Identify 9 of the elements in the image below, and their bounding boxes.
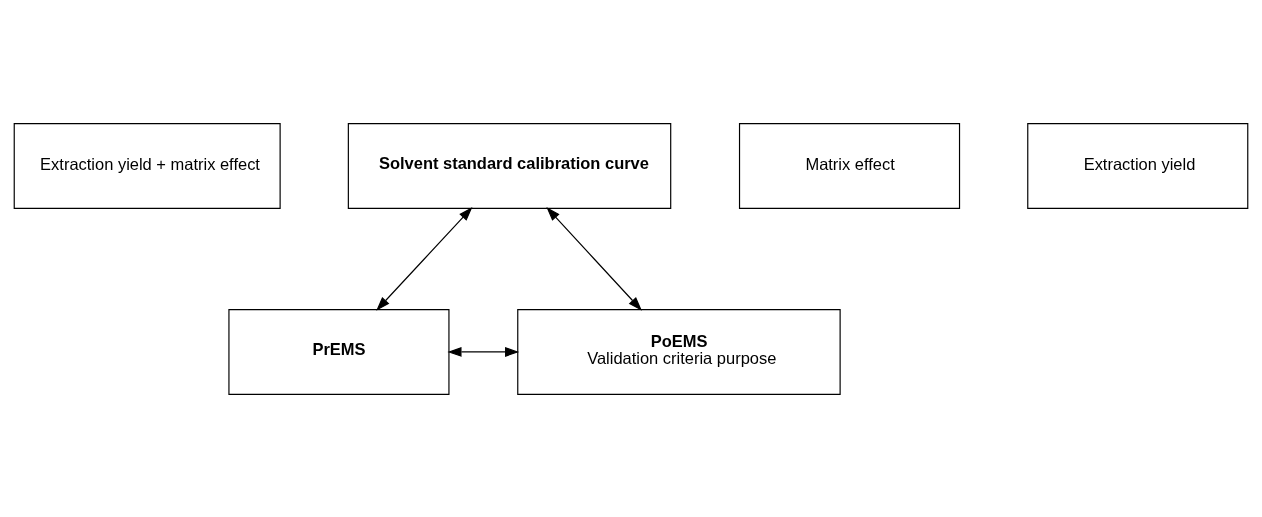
node-box: PoEMS Validation criteria purpose bbox=[517, 308, 841, 395]
node-box: Extraction yield bbox=[1027, 122, 1249, 209]
node-box: Extraction yield + matrix effect bbox=[13, 122, 281, 209]
arrow bbox=[546, 206, 642, 311]
node-box: Matrix effect bbox=[738, 122, 961, 209]
node-box: PrEMS bbox=[228, 308, 450, 395]
node-box: Solvent standard calibration curve bbox=[347, 122, 672, 209]
arrow bbox=[447, 346, 520, 357]
arrow bbox=[376, 206, 473, 311]
